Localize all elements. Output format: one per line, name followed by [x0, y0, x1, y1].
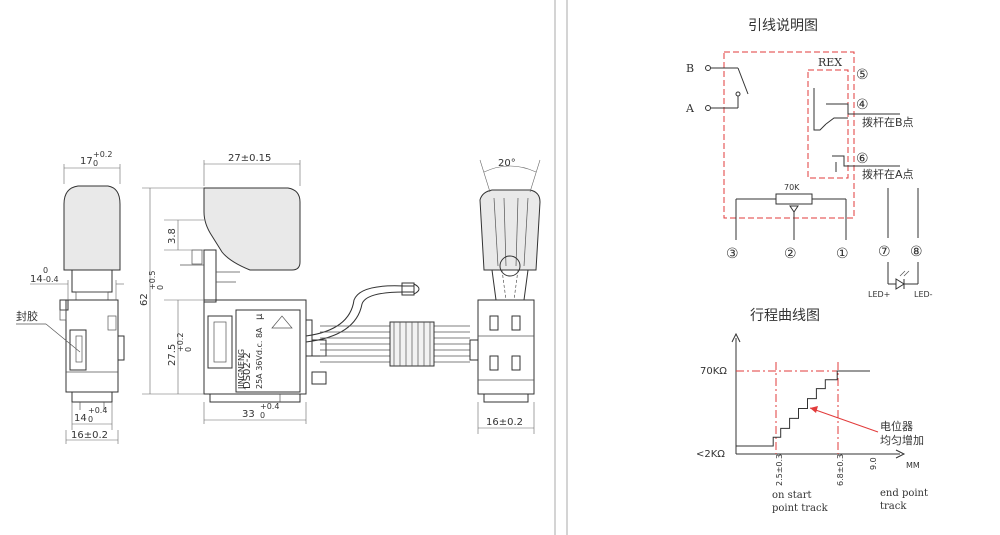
- dim-14-bottom-tol-upper: +0.4: [88, 406, 107, 415]
- pin-7: ⑦: [878, 244, 891, 260]
- dim-17: 17: [80, 156, 93, 167]
- rating-text: 25A 36Vd.c. 8A: [255, 327, 264, 389]
- chart-title: 行程曲线图: [750, 308, 820, 324]
- brand-text: JINGNENG: [237, 349, 246, 390]
- step-curve: [736, 370, 870, 447]
- pin-4: ④: [856, 97, 869, 113]
- end-label-2: track: [880, 501, 907, 512]
- dim-16-side: 16±0.2: [71, 430, 108, 441]
- pin-3: ③: [726, 246, 739, 262]
- terminal-a-label: A: [685, 102, 695, 115]
- wiring-diagram: 引线说明图 B A REX ⑤ ④ ⑥ 拨杆在B点 拨杆在A点 70K ③ ②: [685, 18, 933, 299]
- dim-62: 62: [139, 293, 150, 306]
- dim-16-end: 16±0.2: [486, 417, 523, 428]
- led-icon: [401, 282, 415, 296]
- note-line2: 均匀增加: [880, 433, 924, 447]
- start-label-2: point track: [772, 503, 829, 514]
- led-plus-label: LED+: [868, 290, 890, 299]
- rex-label: REX: [818, 56, 842, 69]
- pin-2: ②: [784, 246, 797, 262]
- seal-label: 封胶: [16, 309, 38, 323]
- dim-14-top: 14: [30, 274, 43, 285]
- end-view: 20° 16±0.2: [469, 158, 541, 434]
- x-tick-start: 2.5±0.3: [775, 454, 784, 486]
- pin-8: ⑧: [910, 244, 923, 260]
- dim-14-top-tol-upper: 0: [43, 266, 48, 275]
- side-view: 17 +0.2 0 14 0 -0.4 封胶 14 +0.4 0 16±0.2: [16, 150, 125, 444]
- led-minus-label: LED-: [914, 290, 933, 299]
- dim-17-tol-lower: 0: [93, 159, 98, 168]
- model-number: DS02-2: [242, 352, 253, 389]
- arrow-head-icon: [810, 406, 818, 413]
- end-label-1: end point: [880, 488, 928, 499]
- dim-27-5-tol-upper: +0.2: [176, 333, 185, 352]
- dim-14-bottom-tol-lower: 0: [88, 415, 93, 424]
- note-arrow: [809, 407, 879, 433]
- series-line: [736, 370, 870, 447]
- x-tick-end: 6.8±0.3: [836, 454, 845, 486]
- pin-1: ①: [836, 246, 849, 262]
- start-label-1: on start: [772, 490, 812, 501]
- dim-62-tol-lower: 0: [156, 285, 165, 290]
- resistor-label: 70K: [784, 183, 800, 192]
- lever-b-note: 拨杆在B点: [862, 115, 914, 129]
- warning-icon: [271, 315, 293, 329]
- label-plate: [235, 309, 301, 393]
- dim-27: 27±0.15: [228, 153, 271, 164]
- dim-33-tol-lower: 0: [260, 411, 265, 420]
- terminal-b-label: B: [686, 62, 694, 75]
- dim-33: 33: [242, 409, 255, 420]
- lever-a-note: 拨杆在A点: [862, 167, 914, 181]
- pin-5: ⑤: [856, 67, 869, 83]
- dim-14-top-tol-lower: -0.4: [43, 275, 59, 284]
- resistor-icon: [775, 193, 813, 205]
- y-tick-2k: <2KΩ: [696, 449, 725, 460]
- front-view: DS02-2 25A 36Vd.c. 8A JINGNENG μ 27±0.15: [139, 153, 470, 424]
- dim-3-8: 3.8: [167, 228, 178, 244]
- dim-33-tol-upper: +0.4: [260, 402, 279, 411]
- dim-20-deg: 20°: [498, 158, 516, 169]
- dim-17-tol-upper: +0.2: [93, 150, 112, 159]
- mu-symbol: μ: [254, 313, 265, 320]
- dim-27-5-tol-lower: 0: [184, 347, 193, 352]
- dim-14-bottom: 14: [74, 413, 87, 424]
- dim-62-tol-upper: +0.5: [148, 271, 157, 290]
- y-tick-70k: 70KΩ: [700, 366, 727, 377]
- x-axis-unit: MM: [906, 461, 920, 470]
- x-tick-9: 9.0: [869, 457, 878, 470]
- dim-27-5: 27.5: [167, 344, 178, 366]
- pin-6: ⑥: [856, 151, 869, 167]
- led-diode-icon: [895, 278, 905, 290]
- travel-chart: 行程曲线图 70KΩ <2KΩ 2.5±0.3 6.8±0.3 9.0 MM 电…: [696, 308, 928, 514]
- note-line1: 电位器: [880, 419, 913, 433]
- wiring-title: 引线说明图: [748, 18, 818, 34]
